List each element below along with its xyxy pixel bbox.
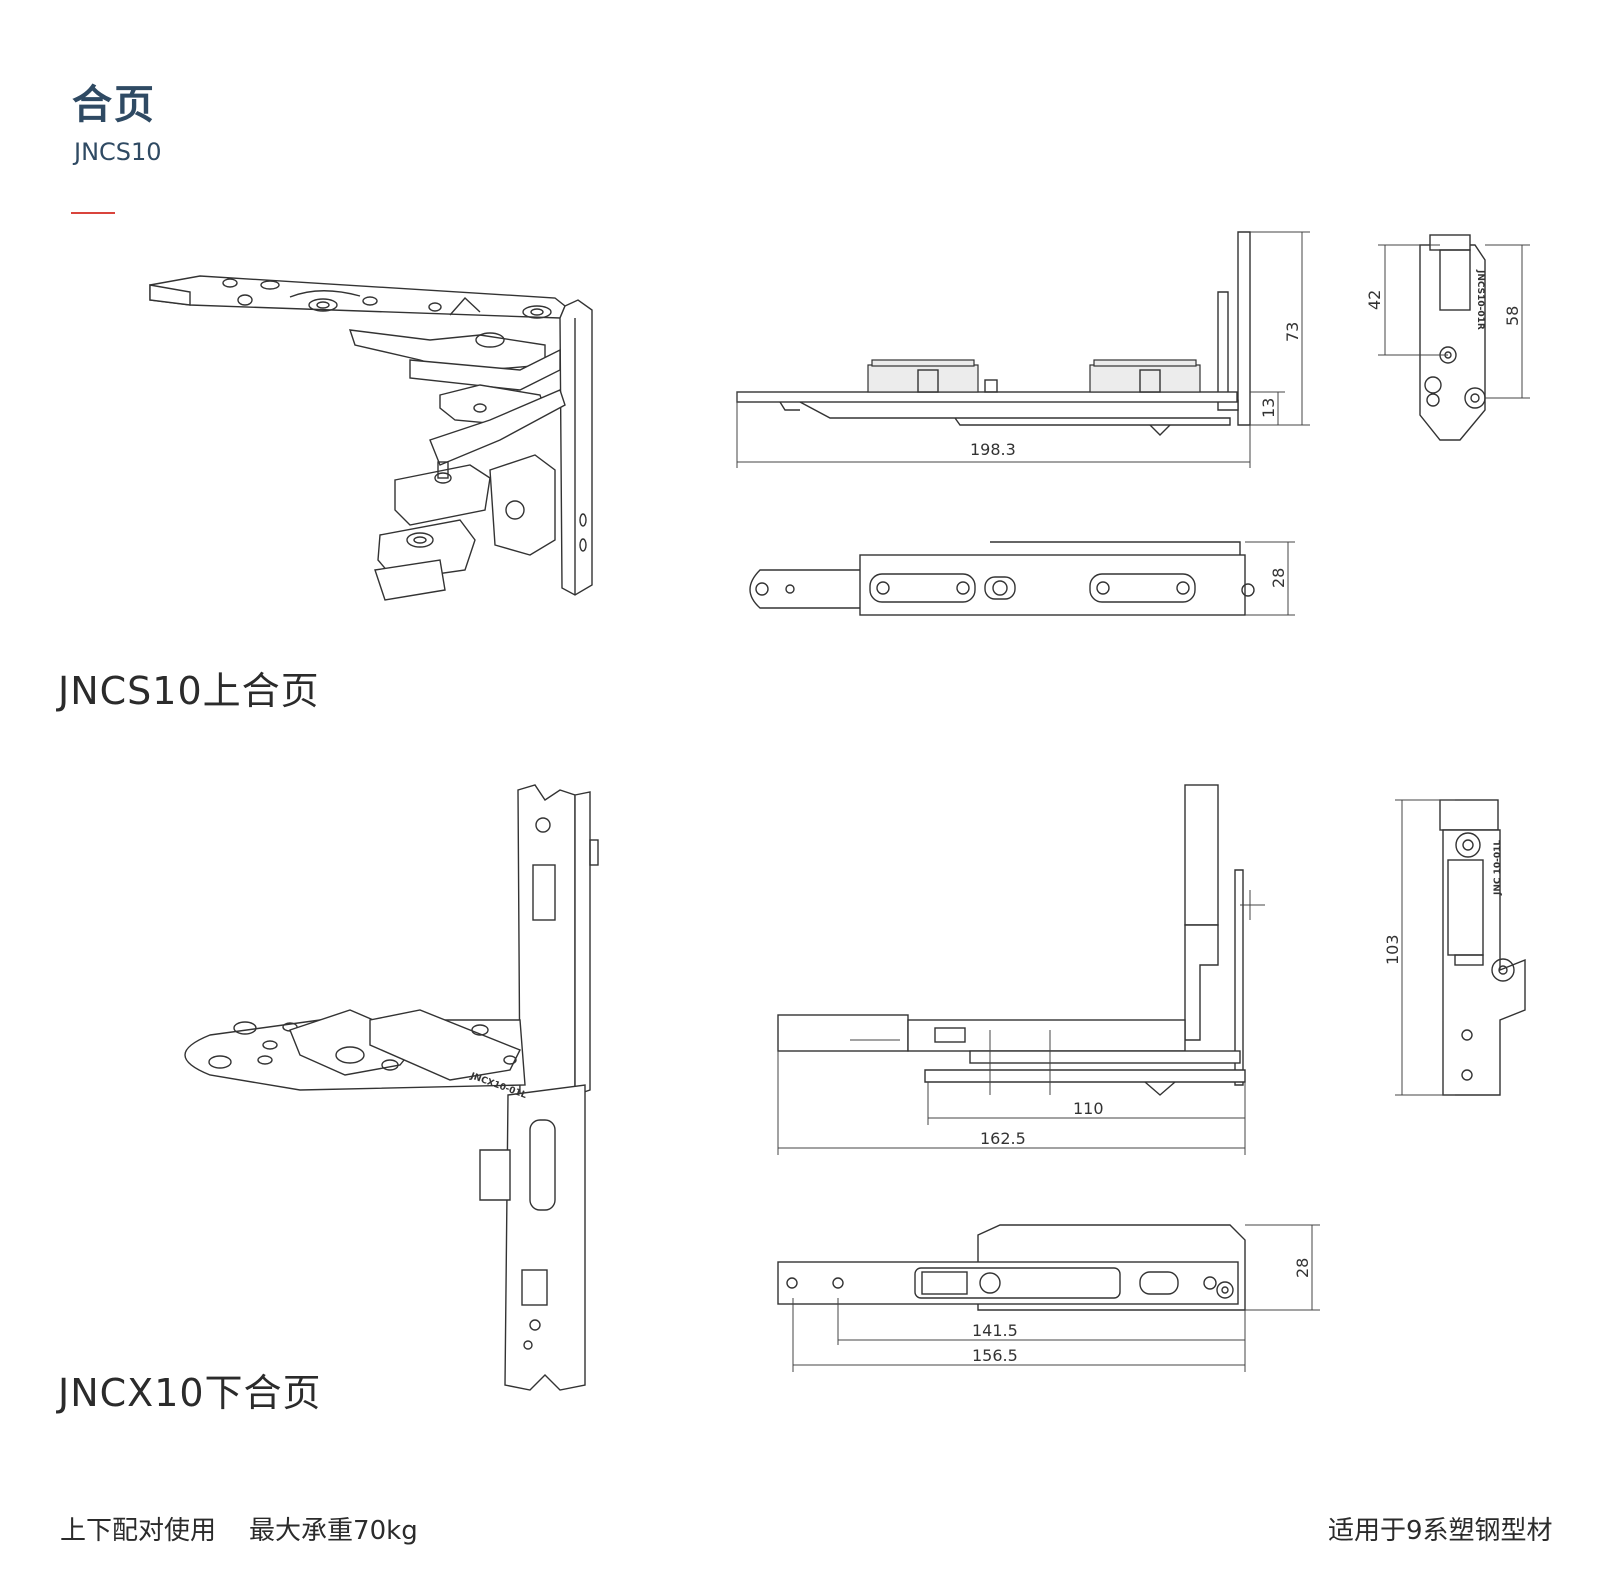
dim-upper-side-total: 58: [1503, 306, 1522, 326]
dim-upper-height-base: 13: [1259, 398, 1278, 418]
footer-profile-note: 适用于9系塑钢型材: [1328, 1516, 1553, 1546]
lower-hinge-front-view: [777, 784, 1265, 1155]
upper-hinge-plan-view: [749, 541, 1295, 616]
model-number: JNCS10: [74, 138, 162, 166]
page-title: 合页: [72, 82, 156, 128]
dim-upper-height-total: 73: [1283, 322, 1302, 342]
lower-hinge-iso-view: JNCX10-01L: [184, 784, 599, 1391]
footer-usage-note: 上下配对使用 最大承重70kg: [60, 1516, 418, 1546]
dim-upper-side-upper: 42: [1365, 290, 1384, 310]
lower-hinge-plan-view: [777, 1224, 1320, 1372]
dim-lower-inner-length: 110: [1073, 1099, 1104, 1118]
lower-hinge-side-view: JNC 10-01L: [1395, 799, 1526, 1096]
upper-hinge-iso-view: [149, 275, 593, 601]
dim-upper-width: 28: [1269, 568, 1288, 588]
dim-lower-plan-inner: 141.5: [972, 1321, 1018, 1340]
upper-hinge-side-view: JNCS10-01R: [1378, 234, 1530, 441]
dim-lower-plan-total: 156.5: [972, 1346, 1018, 1365]
accent-divider: [71, 212, 115, 214]
dim-lower-side-height: 103: [1383, 934, 1402, 965]
dim-lower-width: 28: [1293, 1258, 1312, 1278]
upper-hinge-front-view: [736, 231, 1310, 468]
upper-side-marking: JNCS10-01R: [1475, 269, 1485, 330]
lower-hinge-caption: JNCX10下合页: [58, 1371, 322, 1415]
upper-hinge-caption: JNCS10上合页: [58, 669, 320, 713]
dim-upper-length: 198.3: [970, 440, 1016, 459]
dim-lower-total-length: 162.5: [980, 1129, 1026, 1148]
lower-side-marking: JNC 10-01L: [1493, 840, 1503, 896]
